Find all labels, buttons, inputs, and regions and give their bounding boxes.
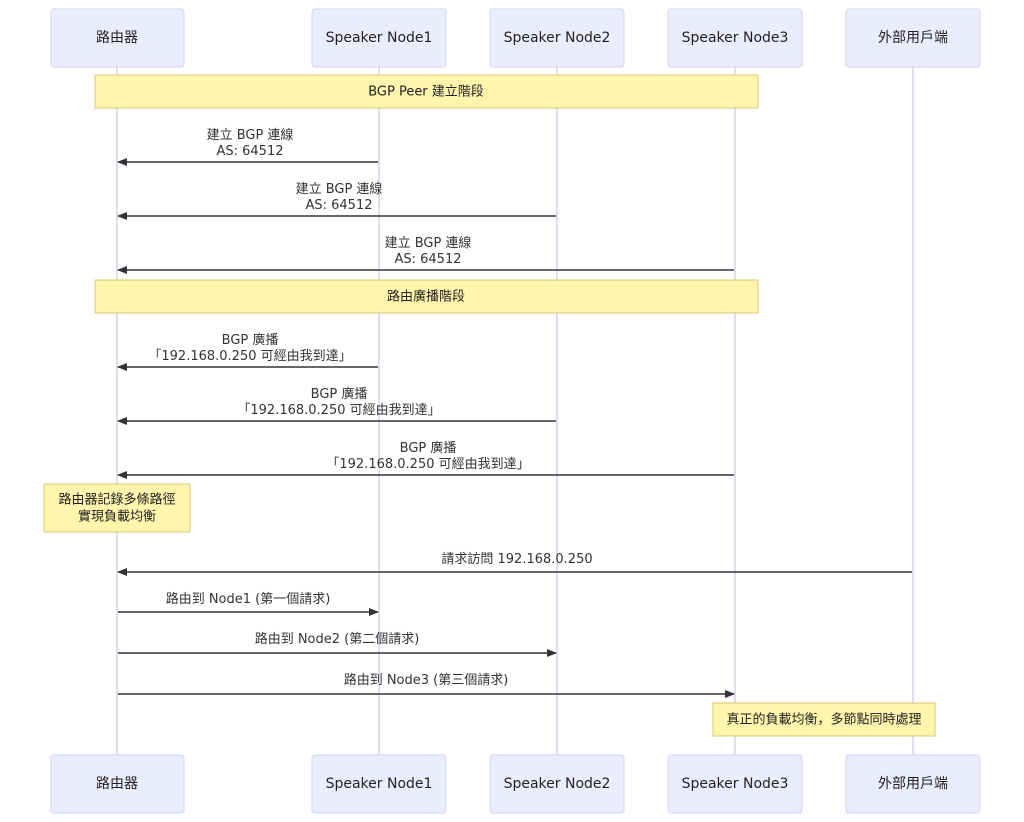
note-text: 真正的負載均衡，多節點同時處理 xyxy=(726,712,921,728)
note-text-line1: 路由器記錄多條路徑 xyxy=(58,492,175,508)
actor-bottom-node2: Speaker Node2 xyxy=(489,754,625,814)
actor-bottom-node3: Speaker Node3 xyxy=(667,754,803,814)
note-text-line2: 實現負載均衡 xyxy=(78,509,156,525)
message-label-line1: 建立 BGP 連線 xyxy=(207,127,294,143)
message-label-line1: 建立 BGP 連線 xyxy=(296,181,383,197)
section-note-label: 路由廣播階段 xyxy=(387,289,465,305)
actor-top-node2: Speaker Node2 xyxy=(489,8,625,68)
message-route-node1: 路由到 Node1 (第一個請求) xyxy=(118,591,379,616)
message-node1-connect: 建立 BGP 連線 AS: 64512 xyxy=(117,127,378,166)
actor-label: Speaker Node2 xyxy=(504,776,611,792)
actor-label: Speaker Node1 xyxy=(326,30,433,46)
message-node3-broadcast: BGP 廣播 「192.168.0.250 可經由我到達」 xyxy=(117,441,734,479)
actor-label: 路由器 xyxy=(96,30,138,46)
actor-label: Speaker Node2 xyxy=(504,30,611,46)
message-node2-broadcast: BGP 廣播 「192.168.0.250 可經由我到達」 xyxy=(117,387,556,425)
actor-label: 外部用戶端 xyxy=(878,776,948,792)
message-label-line1: 建立 BGP 連線 xyxy=(385,235,472,251)
message-label-line1: BGP 廣播 xyxy=(222,333,279,348)
actor-top-node3: Speaker Node3 xyxy=(667,8,803,68)
actor-top-router: 路由器 xyxy=(50,8,185,68)
section-note-label: BGP Peer 建立階段 xyxy=(368,85,484,100)
message-label-line2: AS: 64512 xyxy=(305,198,372,213)
message-label-line2: 「192.168.0.250 可經由我到達」 xyxy=(326,457,529,472)
section-note-route-broadcast: 路由廣播階段 xyxy=(94,279,759,314)
actor-top-node1: Speaker Node1 xyxy=(311,8,447,68)
section-note-bgp-peer: BGP Peer 建立階段 xyxy=(94,74,759,109)
note-router-multipath: 路由器記錄多條路徑 實現負載均衡 xyxy=(43,483,191,533)
message-label: 路由到 Node2 (第二個請求) xyxy=(255,631,420,647)
actor-bottom-node1: Speaker Node1 xyxy=(311,754,447,814)
message-label-line2: AS: 64512 xyxy=(394,252,461,267)
actor-top-client: 外部用戶端 xyxy=(845,8,981,68)
message-node1-broadcast: BGP 廣播 「192.168.0.250 可經由我到達」 xyxy=(117,333,378,371)
message-label: 路由到 Node3 (第三個請求) xyxy=(344,672,509,688)
actor-bottom-router: 路由器 xyxy=(50,754,185,814)
actor-label: Speaker Node3 xyxy=(682,776,789,792)
message-label-line1: BGP 廣播 xyxy=(311,387,368,402)
message-node2-connect: 建立 BGP 連線 AS: 64512 xyxy=(117,181,556,220)
message-label: 路由到 Node1 (第一個請求) xyxy=(166,591,331,607)
actor-label: 路由器 xyxy=(96,776,138,792)
message-label-line2: 「192.168.0.250 可經由我到達」 xyxy=(237,403,440,418)
note-load-balancing: 真正的負載均衡，多節點同時處理 xyxy=(712,702,936,737)
message-label-line2: AS: 64512 xyxy=(216,144,283,159)
actor-label: Speaker Node1 xyxy=(326,776,433,792)
message-node3-connect: 建立 BGP 連線 AS: 64512 xyxy=(117,235,734,274)
actor-label: 外部用戶端 xyxy=(878,30,948,46)
actor-label: Speaker Node3 xyxy=(682,30,789,46)
message-client-request: 請求訪問 192.168.0.250 xyxy=(117,551,912,576)
message-label-line1: BGP 廣播 xyxy=(400,441,457,456)
actor-bottom-client: 外部用戶端 xyxy=(845,754,981,814)
message-route-node3: 路由到 Node3 (第三個請求) xyxy=(118,672,735,698)
message-route-node2: 路由到 Node2 (第二個請求) xyxy=(118,631,557,657)
message-label: 請求訪問 192.168.0.250 xyxy=(441,551,592,567)
message-label-line2: 「192.168.0.250 可經由我到達」 xyxy=(148,349,351,364)
